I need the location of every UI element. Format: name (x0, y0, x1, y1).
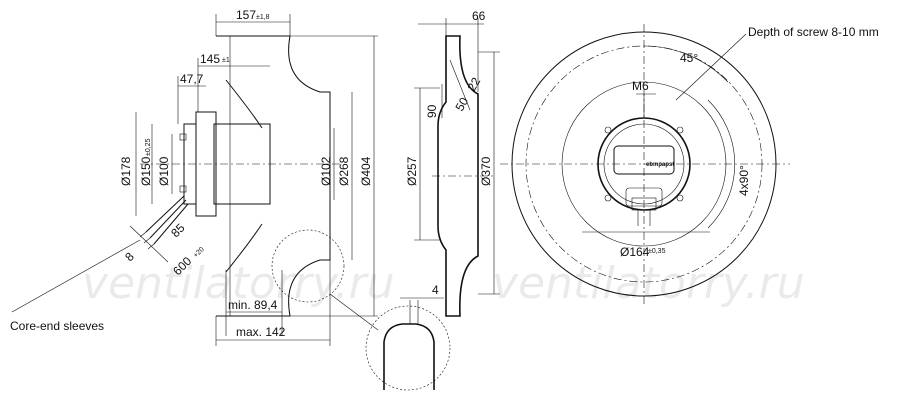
dia-404: Ø404 (359, 156, 373, 186)
dim-66: 66 (472, 9, 486, 23)
max-142: max. 142 (236, 325, 286, 339)
core-end-leader (11, 239, 141, 313)
dia-164: Ø164 (620, 245, 650, 259)
dia-370: Ø370 (479, 156, 493, 186)
section-view: 66 90 50 22 Ø257 Ø370 (405, 9, 500, 317)
dia-268: Ø268 (337, 156, 351, 186)
dia-178: Ø178 (119, 156, 133, 186)
tol-157: ±1,8 (256, 14, 270, 21)
dim-47-7: 47,7 (180, 72, 204, 86)
bolt-top (179, 133, 187, 141)
tol-164: ±0,35 (648, 248, 666, 255)
cable-1 (145, 195, 185, 233)
core-end-sleeves-label: Core-end sleeves (10, 319, 104, 333)
angle-arc-4x90 (707, 99, 735, 229)
watermark-left: ventilatorry.ru (82, 258, 395, 309)
screw-depth-leader (675, 33, 747, 101)
dia-100: Ø100 (157, 156, 171, 186)
detail-circle (365, 305, 451, 391)
side-view: 157 ±1,8 145 ±1 47,7 Ø178 Ø150 ±0,25 Ø10… (10, 8, 379, 346)
angle-45: 45° (680, 51, 698, 65)
dia-257: Ø257 (405, 156, 419, 186)
dim-22: 22 (464, 75, 483, 94)
screw-hole-1 (604, 126, 612, 134)
dia-150: Ø150 (139, 156, 153, 186)
cable-gland (631, 197, 657, 211)
screw-hole-2 (676, 126, 684, 134)
blade-lower (225, 223, 263, 273)
angle-arc-45 (643, 45, 729, 83)
screw-hole-4 (676, 194, 684, 202)
screw-hole-3 (604, 194, 612, 202)
impeller-outline (216, 35, 331, 317)
m6-label: M6 (632, 79, 649, 93)
cable-gland-housing (625, 187, 663, 207)
front-view: ebmpapst 45° M6 Depth of screw 8-10 mm 4… (500, 24, 879, 304)
tol-145: ±1 (222, 57, 230, 64)
dim-145: 145 (200, 52, 220, 66)
dim-157: 157 (236, 8, 256, 22)
cable-2 (149, 199, 187, 239)
dia-102: Ø102 (319, 156, 333, 186)
detail-dim-4: 4 (432, 283, 439, 297)
min-89-4: min. 89,4 (228, 298, 278, 312)
cable-dim-line (129, 225, 169, 263)
watermark-right: ventilatorry.ru (492, 258, 805, 309)
cable-3 (153, 203, 189, 245)
housing-section (437, 35, 479, 317)
angle-4x90: 4x90° (737, 165, 751, 196)
brand-logo: ebmpapst (646, 162, 674, 168)
dim-50: 50 (452, 95, 471, 114)
dim-90: 90 (425, 104, 439, 118)
detail-view: 4 (365, 283, 451, 391)
blade-upper (225, 79, 263, 129)
detail-rim (383, 323, 435, 390)
bolt-bottom (179, 185, 187, 193)
detail-ref-circle (271, 229, 345, 303)
terminal-box (613, 145, 675, 175)
screw-depth-label: Depth of screw 8-10 mm (748, 25, 879, 39)
tol-150: ±0,25 (145, 138, 152, 156)
